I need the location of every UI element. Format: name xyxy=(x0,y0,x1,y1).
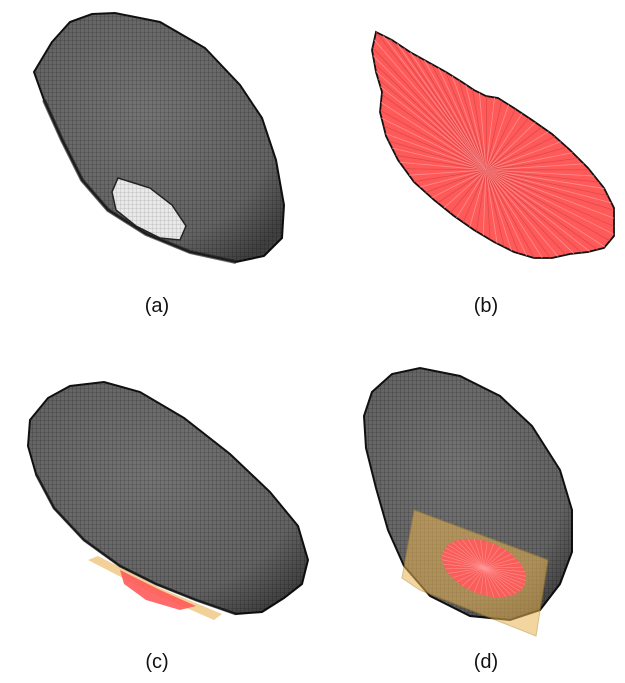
panel-d-mesh xyxy=(364,368,572,636)
red-contact-surface xyxy=(372,32,614,258)
panel-label-d: (d) xyxy=(474,651,498,673)
panel-b-surface xyxy=(372,32,614,258)
panel-a-mesh xyxy=(34,13,284,262)
panel-label-b: (b) xyxy=(474,295,498,317)
panel-c-mesh xyxy=(28,382,308,620)
panel-label-c: (c) xyxy=(145,651,168,673)
panel-label-a: (a) xyxy=(145,295,169,317)
